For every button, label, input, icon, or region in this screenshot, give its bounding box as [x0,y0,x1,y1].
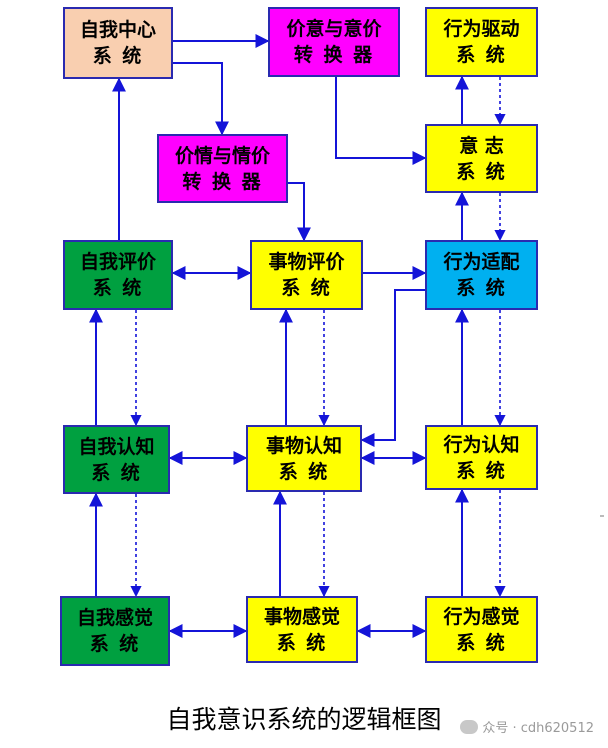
box-title: 自我中心 [79,19,156,41]
box-action-adaptation: 行为适配 系 统 [425,240,538,310]
box-subtitle: 系 统 [456,160,507,183]
diagram-caption: 自我意识系统的逻辑框图 [166,705,442,734]
box-title: 自我认知 [78,435,155,458]
box-title: 行为驱动 [443,18,520,40]
arrow-adapt-to-thingcog [360,289,425,447]
box-title: 事物感觉 [263,605,340,628]
box-will: 意 志 系 统 [425,124,538,193]
box-subtitle: 系 统 [456,44,507,66]
box-value-will-converter: 价意与意价 转 换 器 [268,7,400,77]
box-action-cognition: 行为认知 系 统 [425,425,538,490]
box-action-sensation: 行为感觉 系 统 [425,596,538,663]
box-title: 价意与意价 [286,18,382,40]
box-action-drive: 行为驱动 系 统 [425,7,538,77]
box-subtitle: 转 换 器 [182,170,263,193]
box-title: 行为适配 [443,251,520,273]
box-title: 行为感觉 [443,605,520,628]
box-thing-cognition: 事物认知 系 统 [246,425,362,492]
box-title: 自我评价 [79,251,156,273]
wechat-icon [460,719,479,734]
box-subtitle: 系 统 [92,45,144,67]
arrow-selfcenter-to-valueemotion [173,62,229,136]
box-subtitle: 系 统 [281,277,332,299]
box-thing-sensation: 事物感觉 系 统 [246,596,358,663]
box-subtitle: 系 统 [91,461,142,484]
box-subtitle: 系 统 [276,631,328,654]
edge-mark [600,515,604,517]
box-self-center: 自我中心 系 统 [63,7,173,79]
box-title: 事物评价 [268,251,345,273]
box-subtitle: 系 统 [92,277,144,299]
box-title: 行为认知 [443,433,520,456]
box-subtitle: 转 换 器 [293,44,375,66]
box-self-sensation: 自我感觉 系 统 [60,596,170,666]
box-subtitle: 系 统 [456,277,507,299]
box-subtitle: 系 统 [456,631,507,654]
box-thing-evaluation: 事物评价 系 统 [250,240,363,310]
box-value-emotion-converter: 价情与情价 转 换 器 [157,134,288,203]
arrow-valuewill-to-will [335,77,427,165]
box-subtitle: 系 统 [278,460,330,483]
box-subtitle: 系 统 [456,459,507,482]
box-title: 意 志 [459,134,504,157]
watermark: 众号 · cdh620512 [460,717,594,736]
box-title: 价情与情价 [174,144,270,167]
arrow-valueemotion-to-thingeval [288,182,311,242]
watermark-text: 众号 · cdh620512 [482,721,594,736]
box-subtitle: 系 统 [89,633,141,655]
box-self-evaluation: 自我评价 系 统 [63,240,173,310]
box-title: 事物认知 [265,434,342,457]
box-title: 自我感觉 [76,607,153,629]
box-self-cognition: 自我认知 系 统 [63,425,170,494]
